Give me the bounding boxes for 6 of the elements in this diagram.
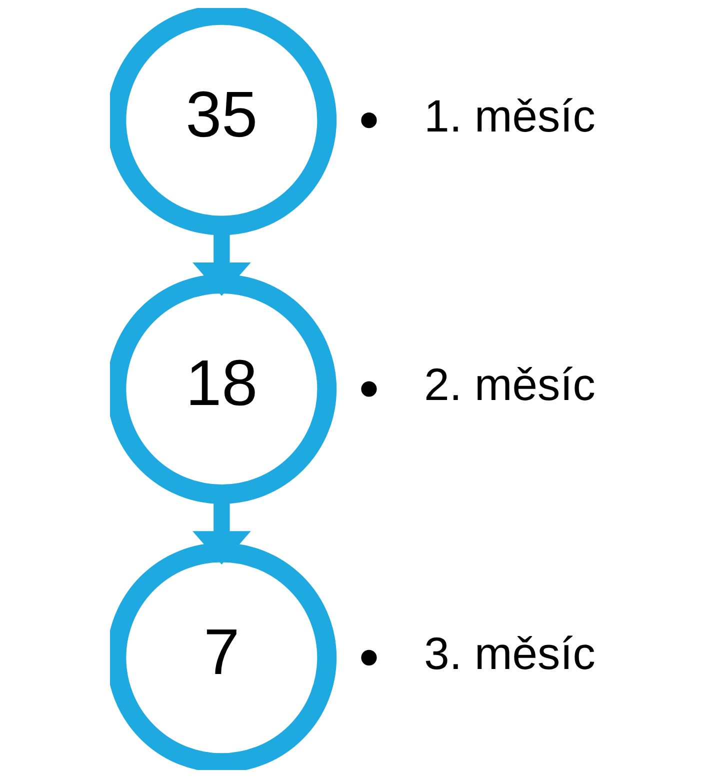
node-label: 2. měsíc <box>424 359 596 410</box>
node-circle: 7 <box>110 542 337 770</box>
node-label: 1. měsíc <box>424 90 596 142</box>
node-label: 3. měsíc <box>424 628 596 679</box>
node-circle: 18 <box>110 274 337 504</box>
node-circle: 35 <box>110 8 337 236</box>
